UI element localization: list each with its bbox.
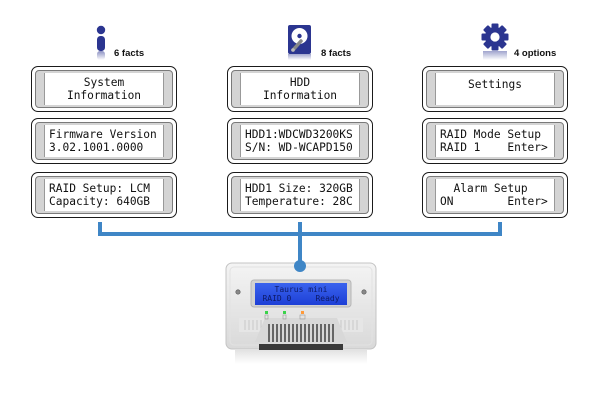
enclosure-body xyxy=(225,262,377,364)
device-lcd-screen xyxy=(255,283,347,305)
taurus-mini-enclosure: Taurus mini RAID 0 Ready xyxy=(225,262,377,366)
hdd1-led xyxy=(265,311,268,314)
device-lcd-line-1: Taurus mini xyxy=(274,285,328,294)
raid-icon xyxy=(299,314,306,320)
connector-left xyxy=(98,222,102,236)
gear-icon xyxy=(480,4,514,60)
system-info-header: 6 facts xyxy=(85,4,185,62)
lcd-line-2: Capacity: 640GB xyxy=(49,195,151,208)
connector-horizontal xyxy=(98,232,502,236)
lcd-line-2: Information xyxy=(66,89,142,102)
raid-mode-setup-lcd[interactable]: RAID Mode Setup RAID 1 Enter> xyxy=(422,118,568,164)
facts-count: 8 facts xyxy=(321,48,352,59)
lcd-line-2: Temperature: 28C xyxy=(245,195,353,208)
hdd2-icon xyxy=(282,314,287,320)
raid-setup-lcd[interactable]: RAID Setup: LCM Capacity: 640GB xyxy=(31,172,177,218)
info-icon xyxy=(87,4,121,60)
connector-dot xyxy=(294,260,306,272)
facts-count: 6 facts xyxy=(114,48,145,59)
lcd-line-1: RAID Mode Setup xyxy=(440,128,542,141)
lcd-line-2: RAID 1 Enter> xyxy=(440,141,548,154)
lcd-line-2: Information xyxy=(262,89,338,102)
lcd-line-1: System xyxy=(83,76,125,89)
lcd-line-1: Firmware Version xyxy=(49,128,157,141)
hdd-model-lcd[interactable]: HDD1:WDCWD3200KS S/N: WD-WCAPD150 xyxy=(227,118,373,164)
firmware-version-lcd[interactable]: Firmware Version 3.02.1001.0000 xyxy=(31,118,177,164)
lcd-line-1: HDD1:WDCWD3200KS xyxy=(245,128,353,141)
lcd-line-2: ON Enter> xyxy=(440,195,548,208)
lcd-line-2: 3.02.1001.0000 xyxy=(49,141,144,154)
lcd-line-1: HDD1 Size: 320GB xyxy=(245,182,353,195)
settings-header: 4 options xyxy=(478,4,598,62)
device-lcd-text: Taurus mini RAID 0 Ready xyxy=(255,283,347,305)
hdd-info-header: 8 facts xyxy=(282,4,392,62)
lcd-line-1: RAID Setup: LCM xyxy=(49,182,151,195)
lcd-line-1: Alarm Setup xyxy=(440,182,528,195)
alarm-setup-lcd[interactable]: Alarm Setup ON Enter> xyxy=(422,172,568,218)
device-lcd-line-2: RAID 0 Ready xyxy=(262,294,340,303)
connector-center xyxy=(298,222,302,266)
hdd-information-lcd[interactable]: HDD Information xyxy=(227,66,373,112)
raid-led xyxy=(301,311,304,314)
lcd-line-2: S/N: WD-WCAPD150 xyxy=(245,141,353,154)
system-information-lcd[interactable]: System Information xyxy=(31,66,177,112)
settings-lcd[interactable]: Settings xyxy=(422,66,568,112)
options-count: 4 options xyxy=(514,48,557,59)
lcd-line-1: Settings xyxy=(468,78,522,91)
hdd1-icon xyxy=(264,314,269,320)
hard-drive-icon xyxy=(287,4,321,60)
connector-right xyxy=(498,222,502,236)
hdd2-led xyxy=(283,311,286,314)
lcd-line-1: HDD xyxy=(289,76,311,89)
hdd-size-lcd[interactable]: HDD1 Size: 320GB Temperature: 28C xyxy=(227,172,373,218)
